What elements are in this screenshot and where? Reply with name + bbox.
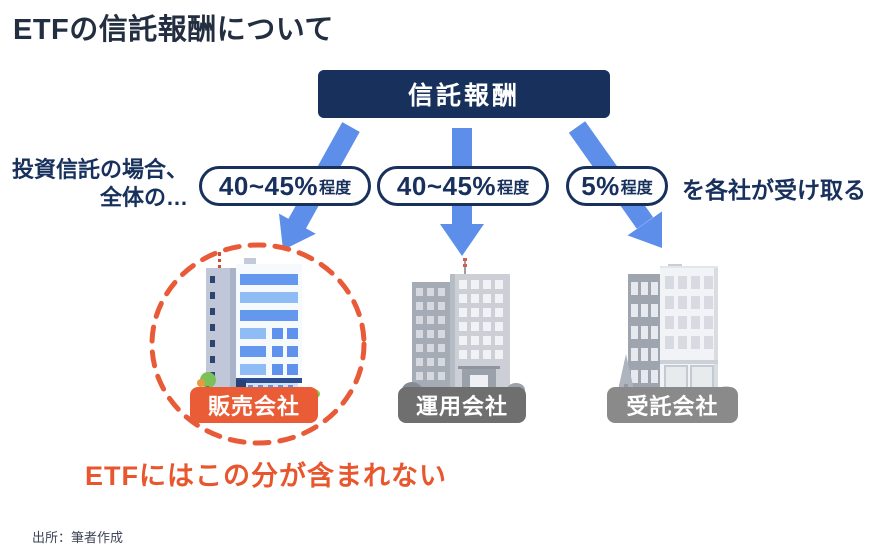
left-note: 投資信託の場合、 全体の… — [6, 156, 188, 212]
company-label-sales: 販売会社 — [190, 387, 318, 423]
management-company-building-icon — [402, 258, 525, 398]
page-title: ETFの信託報酬について — [13, 14, 334, 46]
trustee-company-building-icon — [618, 264, 734, 398]
company-name: 運用会社 — [415, 394, 508, 419]
share-pill-trustee: 5% 程度 — [566, 166, 668, 206]
share-value: 40~45% — [396, 170, 497, 201]
trust-fee-box: 信託報酬 — [318, 70, 610, 118]
trust-fee-label: 信託報酬 — [407, 82, 520, 110]
company-label-management: 運用会社 — [398, 387, 526, 423]
share-pill-sales: 40~45% 程度 — [199, 166, 371, 206]
source-note: 出所：筆者作成 — [32, 530, 124, 545]
left-note-line2: 全体の… — [99, 185, 188, 210]
company-name: 販売会社 — [207, 394, 300, 419]
share-unit: 程度 — [497, 180, 530, 197]
right-note: を各社が受け取る — [682, 177, 866, 203]
share-value: 40~45% — [218, 170, 319, 201]
share-unit: 程度 — [620, 180, 653, 197]
left-note-line1: 投資信託の場合、 — [11, 157, 188, 182]
share-pill-management: 40~45% 程度 — [377, 166, 549, 206]
share-value: 5% — [581, 170, 620, 201]
company-name: 受託会社 — [626, 394, 719, 419]
highlight-circle — [149, 242, 367, 446]
share-unit: 程度 — [319, 180, 352, 197]
etf-exclusion-callout: ETFにはこの分が含まれない — [85, 461, 447, 491]
company-label-trustee: 受託会社 — [607, 387, 738, 423]
sales-company-building-icon — [193, 252, 320, 400]
